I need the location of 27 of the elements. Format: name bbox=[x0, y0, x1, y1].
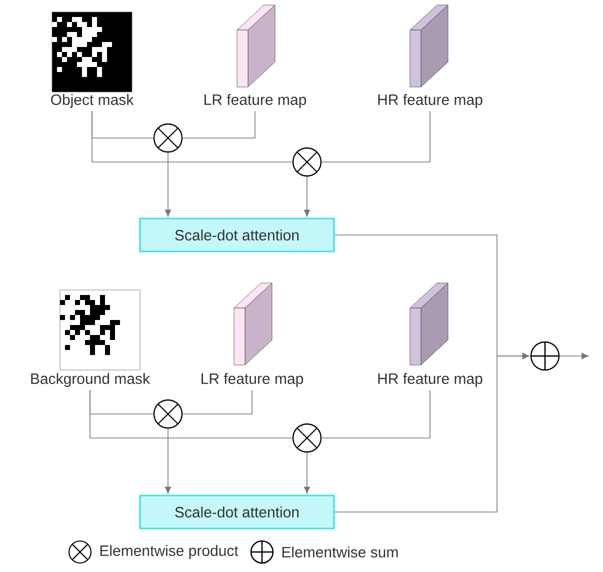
connector bbox=[304, 452, 310, 494]
sum-symbol bbox=[530, 341, 560, 371]
connector bbox=[182, 390, 252, 414]
connector bbox=[559, 352, 589, 360]
connector bbox=[321, 110, 430, 162]
product-symbol bbox=[153, 123, 183, 153]
connector bbox=[92, 110, 293, 162]
legend-text: Elementwise sum bbox=[282, 546, 398, 558]
image-caption: Background mask bbox=[31, 373, 150, 387]
image-caption: HR feature map bbox=[378, 94, 482, 108]
connector bbox=[164, 428, 172, 494]
connector bbox=[182, 110, 256, 138]
product-symbol bbox=[292, 423, 322, 453]
connector bbox=[90, 390, 293, 438]
connector bbox=[334, 352, 530, 512]
product-symbol bbox=[153, 399, 183, 429]
image-caption: Object mask bbox=[51, 94, 134, 108]
image-caption: HR feature map bbox=[378, 373, 482, 387]
process-box: Scale-dot attention bbox=[139, 494, 335, 530]
process-box: Scale-dot attention bbox=[139, 218, 335, 252]
connector bbox=[321, 390, 430, 438]
connector bbox=[164, 152, 172, 217]
connector bbox=[304, 176, 310, 217]
product-symbol bbox=[292, 147, 322, 177]
image-caption: LR feature map bbox=[202, 373, 304, 387]
legend-text: Elementwise product bbox=[100, 545, 238, 559]
image-caption: LR feature map bbox=[204, 94, 306, 108]
